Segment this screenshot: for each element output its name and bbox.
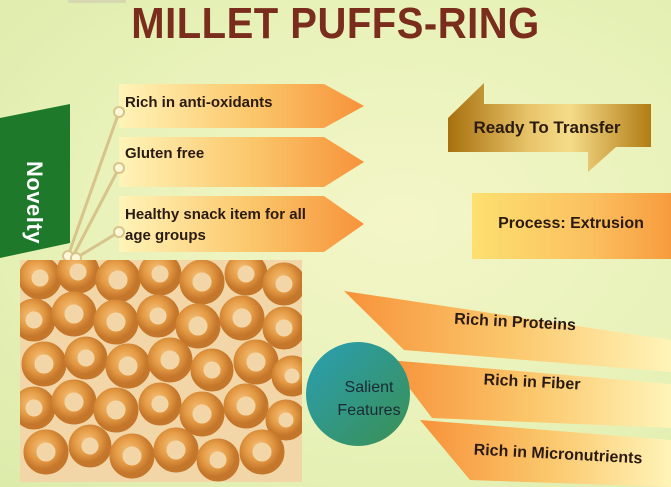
- salient-feature-proteins: Rich in Proteins: [453, 310, 577, 335]
- process-label: Process: Extrusion: [498, 215, 644, 232]
- novelty-connector-lines: [66, 111, 121, 260]
- ready-to-transfer-label: Ready To Transfer: [473, 118, 621, 137]
- novelty-point-healthy-snack: Healthy snack item for all age groups: [125, 206, 306, 244]
- page-title: MILLET PUFFS-RING: [131, 0, 540, 48]
- novelty-point-antioxidants: Rich in anti-oxidants: [125, 94, 273, 111]
- connector-dots: [62, 106, 125, 264]
- salient-feature-fiber: Rich in Fiber: [483, 371, 581, 394]
- salient-features-label: Salient Features: [337, 379, 401, 419]
- novelty-label: Novelty: [22, 161, 47, 244]
- salient-feature-micronutrients: Rich in Micronutrients: [473, 441, 643, 468]
- arrow-fiber: [388, 360, 671, 428]
- novelty-point-gluten-free: Gluten free: [125, 145, 205, 162]
- millet-puff-rings-image: [20, 260, 302, 482]
